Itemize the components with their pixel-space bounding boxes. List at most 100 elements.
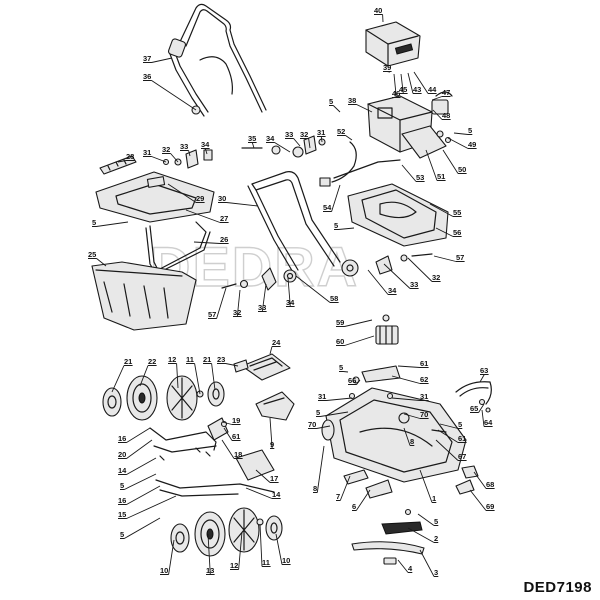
leader-line-l5c	[92, 221, 129, 227]
part-number-l40: 40	[374, 6, 382, 15]
rear-wheel-set-part	[102, 375, 225, 421]
part-number-l56: 56	[453, 228, 461, 237]
leader-line-l58	[295, 275, 339, 303]
leader-line-l51	[425, 149, 446, 181]
part-number-l49: 49	[468, 140, 476, 149]
part-number-l5c: 5	[92, 218, 96, 227]
leader-line-l8	[403, 427, 415, 446]
part-number-l33a: 33	[285, 130, 293, 139]
lower-handle-part	[247, 171, 341, 275]
leader-line-l36	[143, 80, 197, 111]
blade-part	[343, 469, 425, 565]
leader-line-l8b	[313, 445, 325, 493]
leader-line-l70b	[403, 413, 429, 419]
part-number-l68: 68	[486, 480, 494, 489]
leader-line-l55	[429, 203, 462, 217]
part-number-l34a: 34	[266, 134, 275, 143]
leader-line-l19	[221, 421, 241, 425]
part-number-l24: 24	[272, 338, 281, 347]
leader-line-l21b	[203, 363, 216, 391]
leader-line-l32d	[233, 289, 242, 317]
leader-line-l22	[139, 365, 157, 387]
leader-line-l14a	[118, 457, 157, 475]
part-number-l13: 13	[206, 566, 214, 575]
part-number-l65: 65	[470, 404, 478, 413]
leader-line-l49	[447, 137, 477, 149]
part-number-l11b: 11	[262, 558, 270, 567]
leader-line-l35	[248, 142, 257, 149]
part-number-l11a: 11	[186, 355, 194, 364]
part-number-l25: 25	[88, 250, 96, 259]
part-number-l70a: 70	[308, 420, 316, 429]
leader-line-l50	[442, 149, 467, 174]
leader-line-l64	[481, 409, 493, 427]
leader-line-l2	[407, 527, 439, 543]
leader-line-l13	[206, 533, 215, 575]
leader-line-l61a	[397, 365, 429, 368]
leader-line-l27	[185, 209, 229, 223]
part-number-l31d: 31	[420, 392, 428, 401]
part-number-l1: 1	[432, 494, 436, 503]
part-number-l46: 46	[392, 89, 400, 98]
part-number-l34d: 34	[286, 298, 295, 307]
grass-bag-part	[91, 261, 197, 331]
part-number-l64: 64	[484, 418, 493, 427]
part-number-l59: 59	[336, 318, 344, 327]
part-number-l15: 15	[118, 510, 126, 519]
leader-line-l31a	[317, 136, 326, 143]
leader-line-l57a	[433, 255, 465, 262]
leader-line-l11b	[259, 523, 271, 567]
part-number-l19: 19	[232, 416, 240, 425]
rear-flap-part	[207, 391, 295, 441]
leader-line-l9	[269, 417, 275, 449]
leader-line-l43	[407, 72, 422, 94]
part-number-l43: 43	[413, 85, 421, 94]
leader-line-l1	[419, 469, 437, 503]
part-number-l31b: 31	[143, 148, 151, 157]
part-number-l36: 36	[143, 72, 151, 81]
part-number-l12a: 12	[168, 355, 176, 364]
part-number-l29: 29	[196, 194, 204, 203]
leader-line-l62	[391, 375, 429, 384]
leader-line-l10b	[275, 533, 291, 565]
leader-line-l24	[269, 346, 281, 355]
front-wheel-set-part	[170, 507, 283, 557]
part-number-l27: 27	[220, 214, 228, 223]
leader-line-l34c	[367, 269, 397, 295]
part-number-l5f: 5	[316, 408, 320, 417]
part-number-l52: 52	[337, 127, 345, 136]
part-number-l66: 66	[348, 376, 356, 385]
part-number-l32b: 32	[162, 145, 170, 154]
part-number-l10a: 10	[160, 566, 168, 575]
leader-line-l5i	[120, 517, 161, 539]
leader-line-l18	[221, 439, 243, 459]
leader-line-l31c	[318, 397, 353, 401]
part-number-l12b: 12	[230, 561, 238, 570]
part-number-l33b: 33	[180, 142, 188, 151]
part-number-l9: 9	[270, 440, 274, 449]
part-number-l21a: 21	[124, 357, 132, 366]
part-number-l32d: 32	[233, 308, 241, 317]
leader-line-l16b	[118, 485, 161, 505]
leader-line-l32b	[162, 153, 179, 163]
part-number-l21b: 21	[203, 355, 211, 364]
part-number-l5g: 5	[458, 420, 462, 429]
leader-line-l4	[397, 559, 413, 573]
part-number-l17: 17	[270, 474, 278, 483]
part-number-l58: 58	[330, 294, 338, 303]
leader-line-l23	[217, 363, 239, 367]
leader-line-l59	[336, 319, 373, 327]
leader-line-l33b	[180, 150, 191, 157]
part-number-l63: 63	[480, 366, 488, 375]
leader-line-l10a	[160, 539, 175, 575]
leader-line-l47	[431, 96, 451, 101]
leader-line-l5j	[417, 513, 439, 526]
leader-line-l7	[336, 475, 351, 501]
leader-line-l5b	[453, 132, 473, 135]
part-number-l53: 53	[416, 173, 424, 182]
leader-line-l5g	[439, 423, 463, 429]
part-number-l8: 8	[410, 437, 414, 446]
part-number-l33c: 33	[410, 280, 418, 289]
leader-line-l53	[401, 164, 425, 182]
part-number-l10b: 10	[282, 556, 290, 565]
